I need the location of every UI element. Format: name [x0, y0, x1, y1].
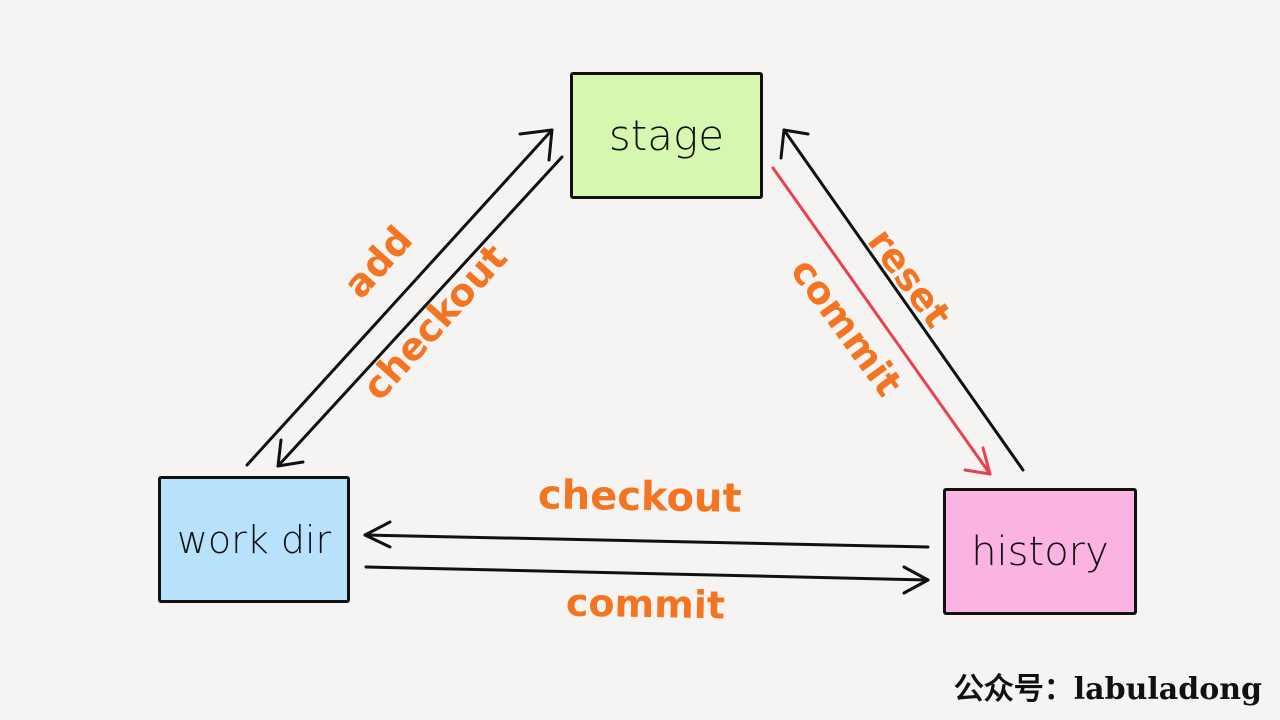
- add-arrow: [245, 128, 554, 467]
- reset-arrow: [779, 128, 1025, 472]
- commit-arrow-stage-to-history: [771, 166, 992, 476]
- checkout-arrow-stage-to-workdir: [276, 155, 564, 468]
- checkout-arrow-history-to-workdir: [363, 520, 930, 549]
- watermark: 公众号：labuladong: [953, 672, 1262, 707]
- commit-arrow-workdir-to-history: [364, 565, 930, 595]
- commit-label-workdir-history: commit: [565, 580, 726, 628]
- stage-node: stage: [570, 72, 763, 199]
- history-node: history: [943, 488, 1137, 615]
- work-dir-node: work dir: [158, 476, 350, 603]
- checkout-label-history: checkout: [537, 472, 743, 522]
